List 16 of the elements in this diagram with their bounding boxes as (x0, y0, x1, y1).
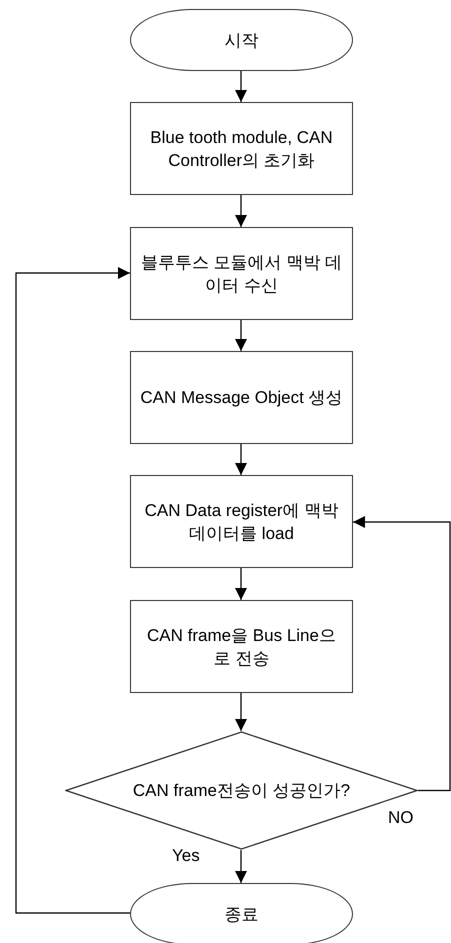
arrow (235, 693, 247, 731)
terminal-shape: 시작 (130, 9, 353, 71)
arrow (235, 71, 247, 102)
arrow (15, 267, 130, 914)
arrow (353, 516, 451, 792)
arrow (235, 195, 247, 227)
process-box: CAN frame을 Bus Line으로 전송 (130, 600, 353, 693)
process-box: 블루투스 모듈에서 맥박 데이터 수신 (130, 227, 353, 320)
arrow (235, 320, 247, 351)
process-box: Blue tooth module, CAN Controller의 초기화 (130, 102, 353, 195)
process-box: CAN Message Object 생성 (130, 351, 353, 444)
terminal-shape: 종료 (130, 883, 353, 943)
arrow (235, 850, 247, 883)
arrow (235, 444, 247, 475)
process-box: CAN Data register에 맥박 데이터를 load (130, 475, 353, 568)
arrow (235, 568, 247, 600)
